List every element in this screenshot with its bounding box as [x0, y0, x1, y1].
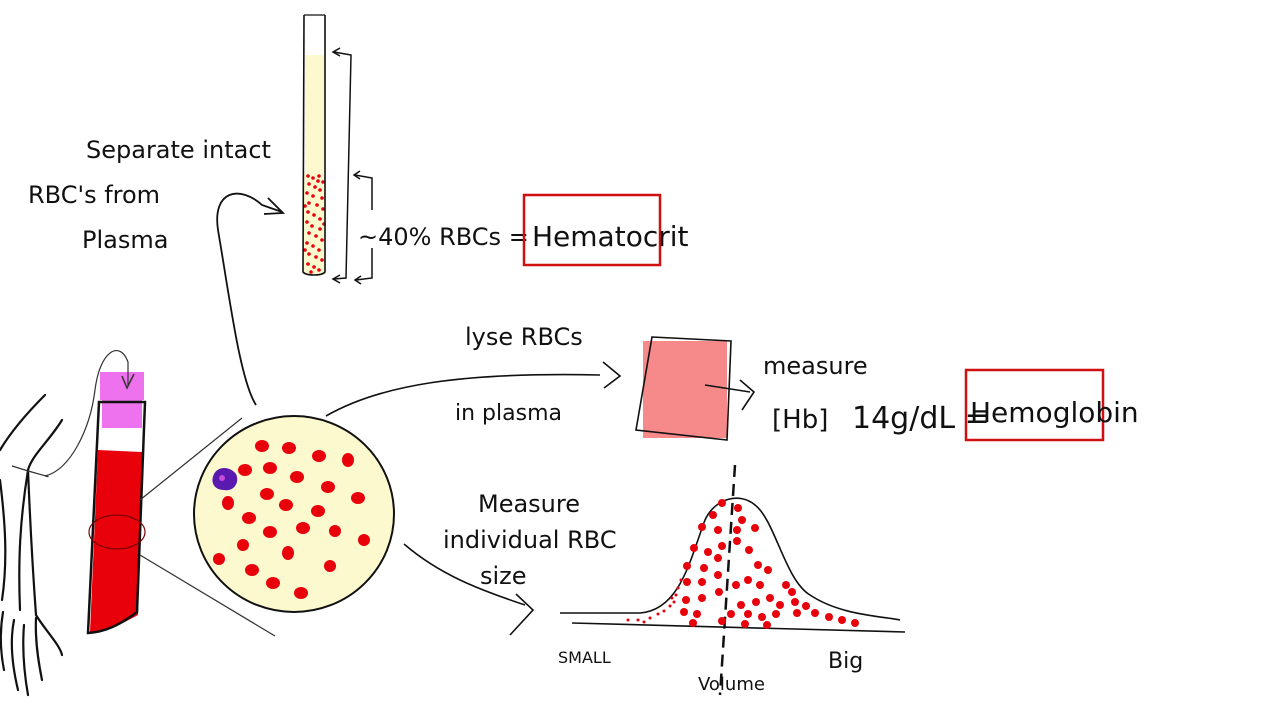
cuvette-outline [635, 336, 732, 441]
tube-cap-lower [102, 400, 142, 428]
tube-outline [86, 400, 147, 635]
axis-label-volume: Volume [698, 674, 765, 695]
volume-distribution-curve [560, 464, 906, 696]
magnify-lines [139, 417, 276, 637]
separate-label-line2: RBC's from [28, 181, 160, 209]
measure-size-line3: size [480, 562, 527, 590]
axis-label-small: SMALL [558, 648, 611, 667]
measure-arrow [704, 384, 751, 393]
in-plasma-label: in plasma [455, 401, 562, 426]
measure-label: measure [763, 352, 868, 380]
measure-size-line1: Measure [478, 490, 580, 518]
x-axis [571, 622, 906, 633]
hematocrit-box [522, 193, 662, 267]
tube-blood [90, 450, 142, 632]
blood-collection-tube [44, 350, 147, 635]
arm-drawing [0, 393, 64, 697]
arrow-to-lysate [325, 373, 601, 417]
distribution-arrowhead-icon [509, 593, 535, 636]
needle-arrow-icon [121, 373, 135, 390]
arrow-to-distribution [403, 543, 526, 606]
arm-line [11, 465, 49, 478]
measure-size-line2: individual RBC [443, 526, 617, 554]
tube-sample-ellipse [88, 514, 146, 550]
arrow-to-hematocrit [216, 192, 283, 406]
lysate-sample [643, 341, 727, 438]
hemoglobin-box [964, 368, 1105, 442]
lyse-arrowhead-icon [602, 361, 622, 389]
separate-label-line3: Plasma [82, 226, 168, 254]
hb-bracket-label: [Hb] [772, 405, 828, 435]
arrowhead-icon [263, 197, 286, 215]
red-blood-cells [213, 440, 370, 599]
hemoglobin-label: Hemoglobin [970, 396, 1139, 429]
axis-label-big: Big [828, 649, 863, 674]
needle-line [44, 350, 129, 477]
brackets [331, 47, 373, 285]
separate-label-line1: Separate intact [86, 136, 271, 164]
hematocrit-label: Hematocrit [532, 220, 689, 253]
wbc-granule [219, 475, 225, 481]
hematocrit-tube [302, 14, 326, 276]
mean-volume-line [718, 464, 737, 696]
blood-smear-magnified [193, 415, 395, 613]
rbc-size-points [626, 499, 859, 629]
white-blood-cell [212, 468, 238, 491]
measure-arrowhead-icon [739, 379, 756, 411]
hematocrit-expression: ~40% RBCs = [358, 223, 529, 251]
lyse-label: lyse RBCs [465, 323, 583, 351]
